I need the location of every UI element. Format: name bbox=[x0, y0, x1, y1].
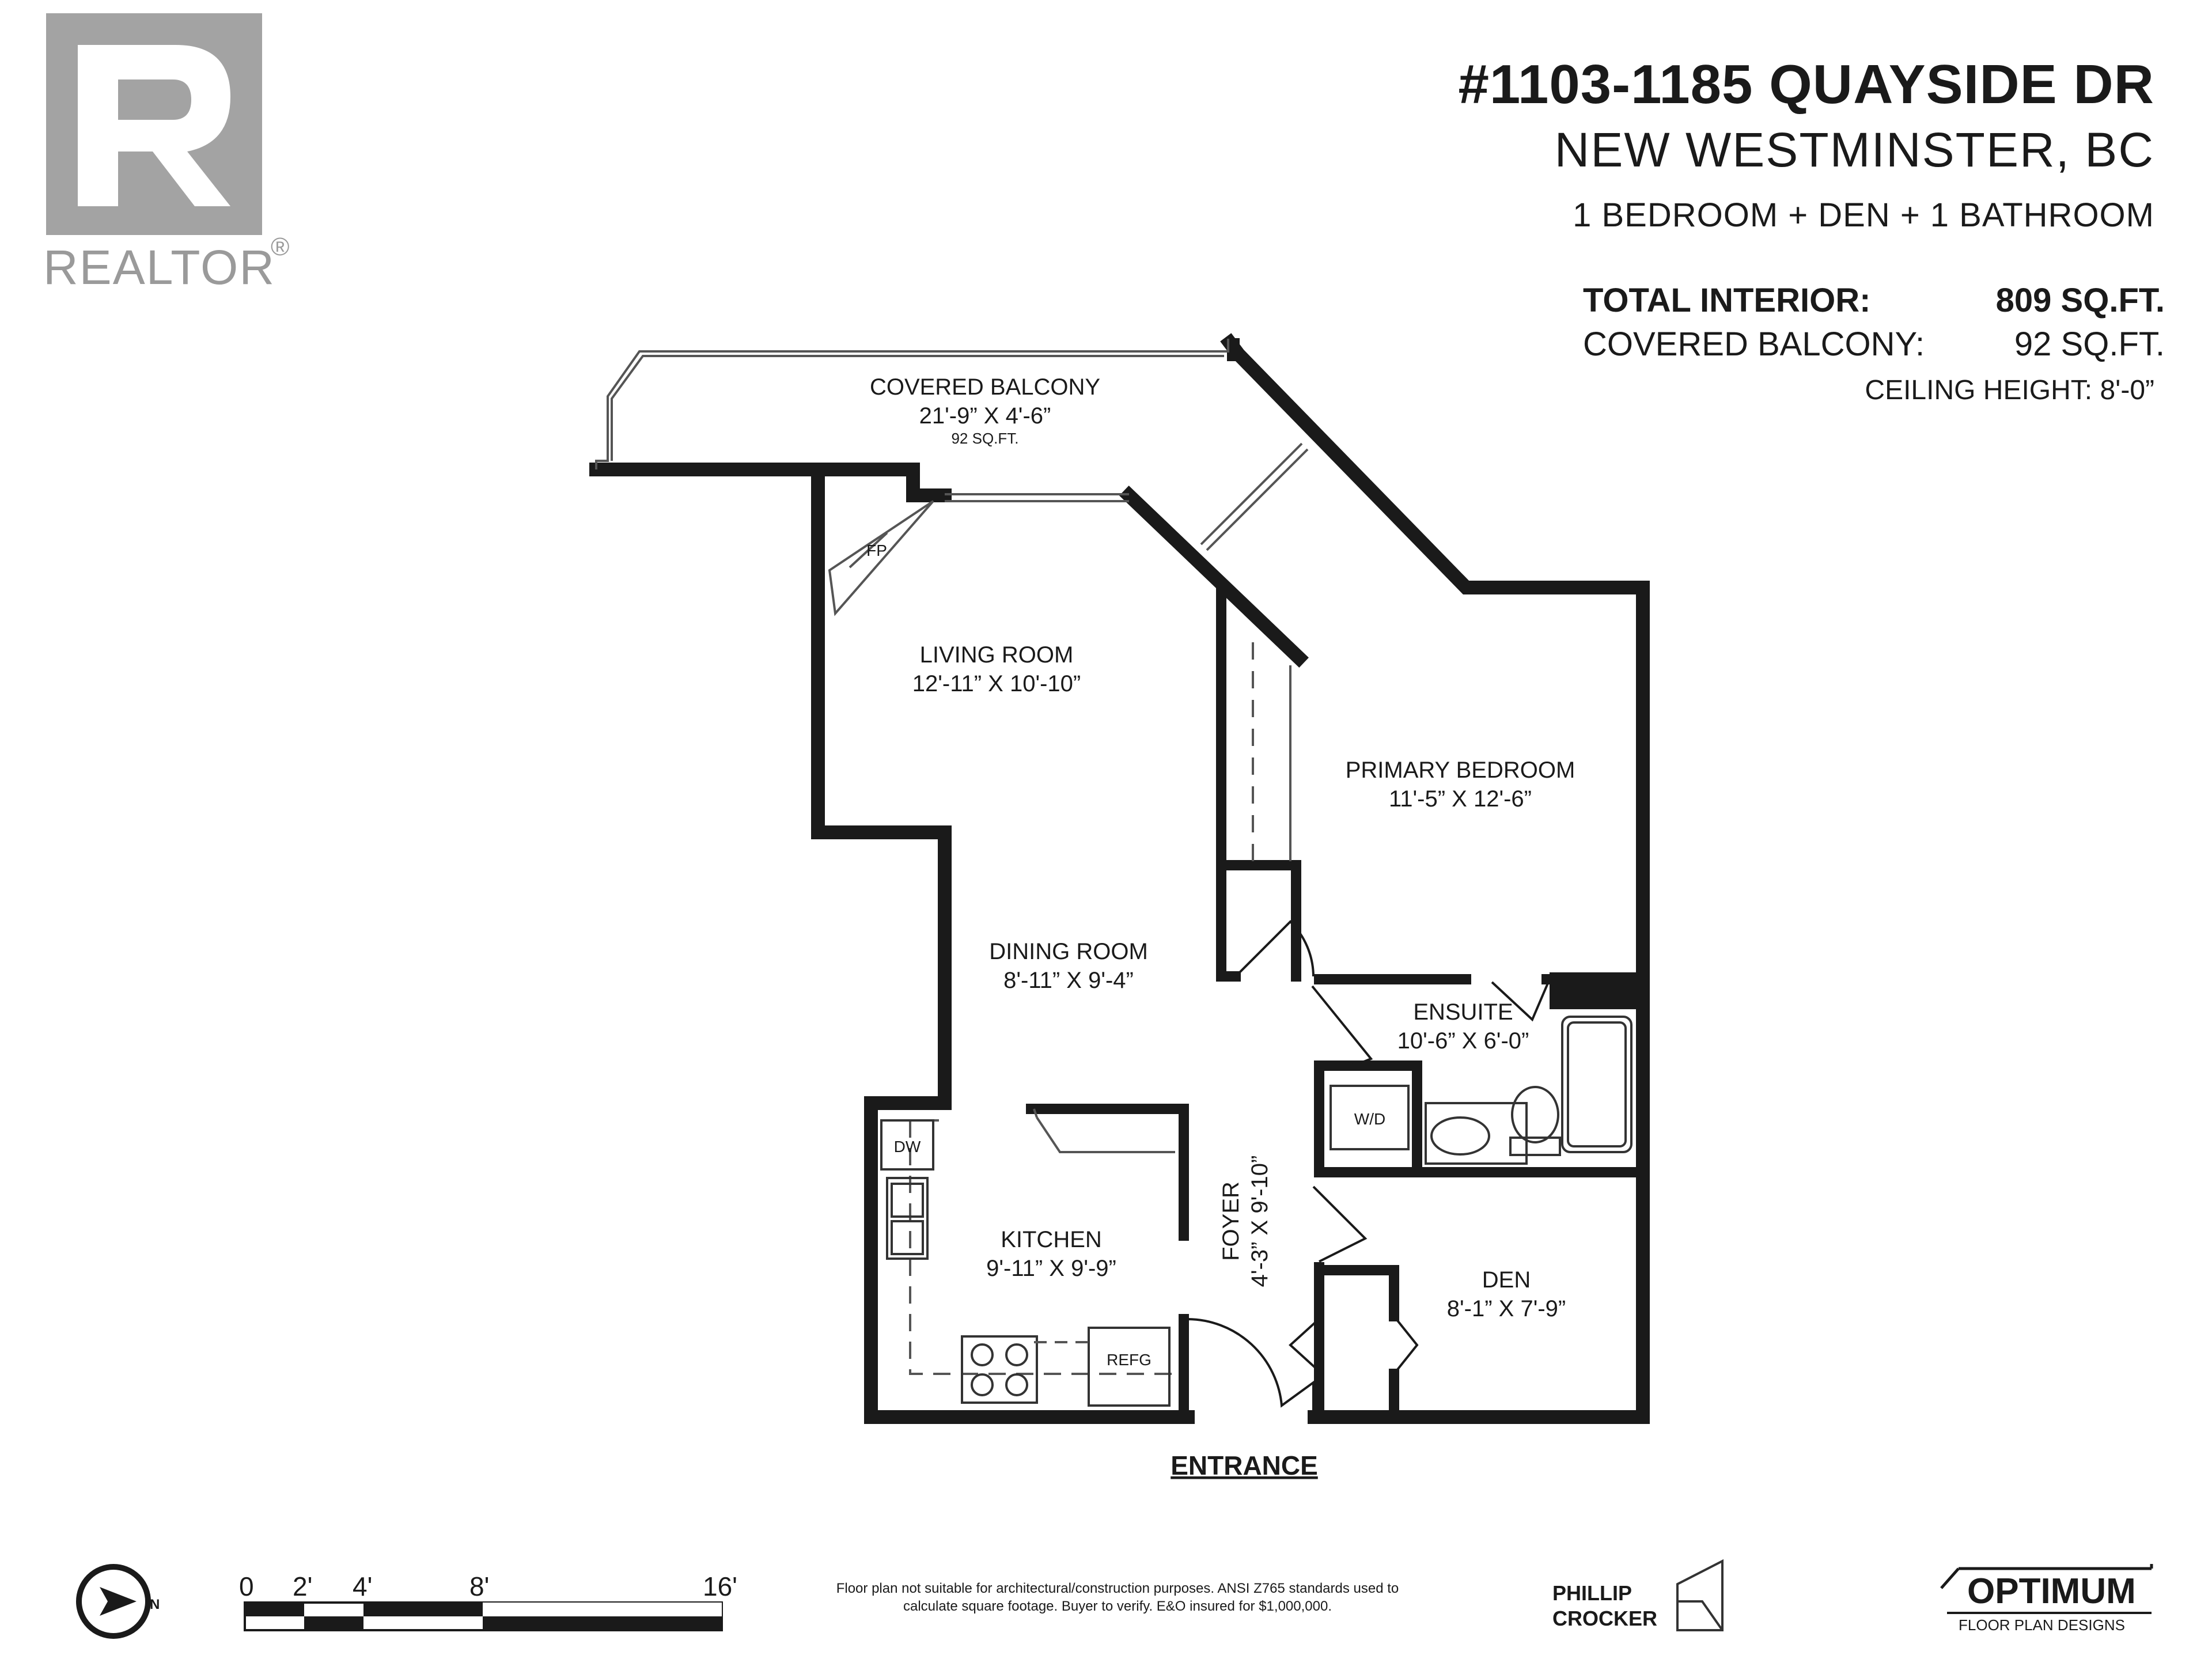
ensuite-door-2 bbox=[1491, 979, 1551, 1022]
scale-tick-2: 2' bbox=[293, 1571, 312, 1601]
ceiling-height: CEILING HEIGHT: 8'-0” bbox=[1865, 375, 2154, 406]
stove bbox=[961, 1335, 1038, 1404]
wall-north-left bbox=[589, 463, 952, 502]
washer-dryer-label: W/D bbox=[1354, 1110, 1385, 1128]
disclaimer-line-2: calculate square footage. Buyer to verif… bbox=[903, 1599, 1332, 1614]
kitchen-dims: 9'-11” X 9'-9” bbox=[986, 1256, 1116, 1281]
optimum-brand: OPTIMUM bbox=[1967, 1571, 2136, 1611]
optimum-tagline: FLOOR PLAN DESIGNS bbox=[1959, 1616, 2125, 1634]
corner-column bbox=[1227, 338, 1240, 361]
washer-dryer bbox=[1330, 1085, 1410, 1150]
realtor-logo-text: REALTOR bbox=[43, 240, 275, 294]
dining-room-dims: 8'-11” X 9'-4” bbox=[1003, 968, 1134, 993]
balcony-railing bbox=[595, 339, 1229, 469]
listing-summary: 1 BEDROOM + DEN + 1 BATHROOM bbox=[1573, 196, 2154, 234]
ensuite-door bbox=[1311, 985, 1373, 1068]
balcony-dims: 21'-9” X 4'-6” bbox=[919, 403, 1051, 429]
realtor-logo: REALTOR ® bbox=[43, 13, 289, 294]
wall-kitchen-island bbox=[1026, 1104, 1189, 1241]
scale-tick-16: 16' bbox=[703, 1571, 737, 1601]
optimum-logo: OPTIMUM FLOOR PLAN DESIGNS bbox=[1940, 1564, 2153, 1634]
wall-den-closet bbox=[1314, 1265, 1399, 1321]
balcony-area: 92 SQ.FT. bbox=[951, 430, 1018, 447]
kitchen-sink bbox=[886, 1177, 929, 1260]
bedroom-slider bbox=[1200, 442, 1309, 551]
fireplace bbox=[828, 500, 934, 616]
disclaimer-line-1: Floor plan not suitable for architectura… bbox=[836, 1581, 1399, 1596]
balcony-area-label: COVERED BALCONY: bbox=[1583, 325, 1925, 363]
den-name: DEN bbox=[1482, 1267, 1531, 1293]
fridge-label: REFG bbox=[1107, 1351, 1152, 1369]
refrigerator bbox=[1088, 1327, 1171, 1407]
north-compass: N bbox=[76, 1564, 160, 1639]
foyer-door bbox=[1312, 1185, 1368, 1263]
bedroom-name: PRIMARY BEDROOM bbox=[1346, 757, 1575, 783]
dining-room-name: DINING ROOM bbox=[989, 939, 1148, 964]
scale-tick-0: 0 bbox=[239, 1571, 254, 1601]
bedroom-dims: 11'-5” X 12'-6” bbox=[1389, 786, 1532, 812]
den-closet-door bbox=[1289, 1315, 1419, 1375]
scale-tick-4: 4' bbox=[353, 1571, 372, 1601]
living-room-name: LIVING ROOM bbox=[920, 642, 1074, 668]
entrance-label: ENTRANCE bbox=[1171, 1450, 1318, 1480]
compass-north-label: N bbox=[150, 1597, 160, 1612]
designer-last-name: CROCKER bbox=[1552, 1607, 1657, 1630]
living-window bbox=[945, 493, 1129, 502]
vanity bbox=[1425, 1102, 1528, 1165]
scale-bar: 0 2' 4' 8' 16' bbox=[239, 1571, 737, 1631]
breakfast-bar bbox=[1033, 1108, 1175, 1153]
structural-column bbox=[1550, 972, 1643, 1009]
registered-mark: ® bbox=[271, 233, 289, 261]
wall-bedroom-closet bbox=[1216, 860, 1301, 982]
total-interior-label: TOTAL INTERIOR: bbox=[1583, 282, 1871, 319]
balcony-area-value: 92 SQ.FT. bbox=[2014, 325, 2165, 363]
dishwasher bbox=[880, 1119, 934, 1171]
disclaimer: Floor plan not suitable for architectura… bbox=[818, 1580, 1417, 1615]
fireplace-label: FP bbox=[866, 541, 887, 559]
kitchen-name: KITCHEN bbox=[1001, 1227, 1102, 1252]
kitchen-counter bbox=[909, 1120, 1175, 1375]
entry-door bbox=[1187, 1318, 1315, 1423]
foyer-name: FOYER bbox=[1218, 1181, 1244, 1261]
living-room-dims: 12'-11” X 10'-10” bbox=[912, 671, 1081, 696]
wall-living-bedroom bbox=[1119, 486, 1309, 668]
phillip-crocker-logo: PHILLIP CROCKER bbox=[1552, 1559, 1724, 1631]
balcony-name: COVERED BALCONY bbox=[870, 374, 1100, 400]
foyer-dims: 4'-3” X 9'-10” bbox=[1247, 1156, 1272, 1287]
ensuite-dims: 10'-6” X 6'-0” bbox=[1397, 1028, 1529, 1054]
designer-first-name: PHILLIP bbox=[1552, 1581, 1632, 1605]
den-dims: 8'-1” X 7'-9” bbox=[1447, 1296, 1566, 1321]
dishwasher-label: DW bbox=[894, 1138, 921, 1156]
bedroom-door bbox=[1234, 920, 1315, 978]
listing-city: NEW WESTMINSTER, BC bbox=[1554, 123, 2154, 177]
ensuite-name: ENSUITE bbox=[1413, 999, 1513, 1025]
bathtub bbox=[1561, 1016, 1633, 1153]
total-interior-value: 809 SQ.FT. bbox=[1995, 282, 2165, 319]
wall-living-west bbox=[811, 468, 1195, 1424]
listing-address: #1103-1185 QUAYSIDE DR bbox=[1458, 54, 2154, 115]
scale-tick-8: 8' bbox=[469, 1571, 489, 1601]
toilet bbox=[1509, 1086, 1561, 1156]
wall-bedroom-west bbox=[1216, 588, 1241, 982]
